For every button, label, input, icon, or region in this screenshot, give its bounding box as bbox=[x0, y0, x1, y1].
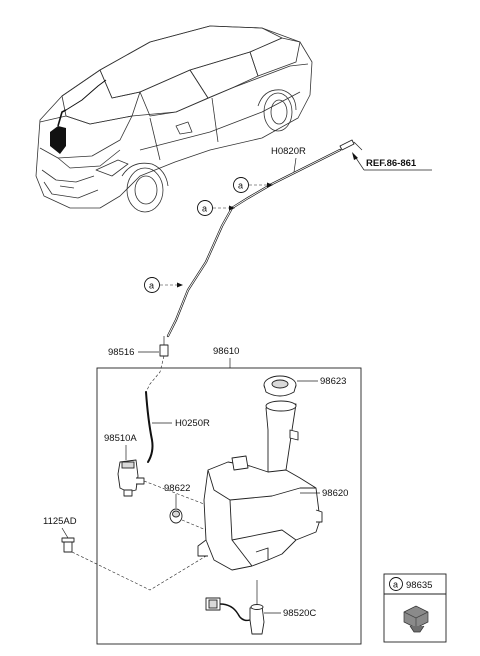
pump-98510a bbox=[117, 459, 145, 497]
clip-letter-1: a bbox=[238, 181, 243, 191]
clip-legend-box: a 98635 bbox=[383, 573, 447, 643]
label-h0250r: H0250R bbox=[175, 418, 210, 429]
label-h0820r: H0820R bbox=[271, 146, 306, 157]
label-98520c: 98520C bbox=[283, 608, 316, 619]
level-sensor-98520c bbox=[205, 580, 265, 635]
label-98622: 98622 bbox=[164, 483, 190, 494]
label-98610: 98610 bbox=[213, 346, 239, 357]
clip-callout-2: a bbox=[197, 200, 235, 216]
clip-letter-3: a bbox=[149, 281, 154, 291]
connector-98516 bbox=[159, 336, 169, 357]
reference-callout: REF.86-861 bbox=[352, 152, 432, 171]
label-98510a: 98510A bbox=[104, 433, 137, 444]
legend-clip-letter: a bbox=[393, 580, 398, 590]
clip-letter-2: a bbox=[202, 204, 207, 214]
clip-callout-3: a bbox=[144, 277, 183, 293]
car-illustration bbox=[35, 25, 313, 213]
clip-callout-1: a bbox=[233, 177, 273, 193]
reservoir-assembly-frame bbox=[96, 367, 362, 645]
label-98516: 98516 bbox=[108, 347, 134, 358]
label-1125ad: 1125AD bbox=[43, 516, 77, 527]
hose-h0250r bbox=[145, 391, 154, 463]
clip-98635-icon bbox=[403, 605, 429, 633]
hose-h0820r bbox=[166, 139, 363, 338]
bolt-1125ad bbox=[61, 537, 75, 553]
cap-98623 bbox=[263, 375, 297, 397]
legend-part-98635: 98635 bbox=[406, 580, 432, 591]
label-ref-86-861: REF.86-861 bbox=[366, 158, 417, 169]
reservoir-98620 bbox=[197, 400, 323, 571]
label-98623: 98623 bbox=[320, 376, 346, 387]
grommet-98622 bbox=[169, 508, 183, 524]
label-98620: 98620 bbox=[322, 488, 348, 499]
